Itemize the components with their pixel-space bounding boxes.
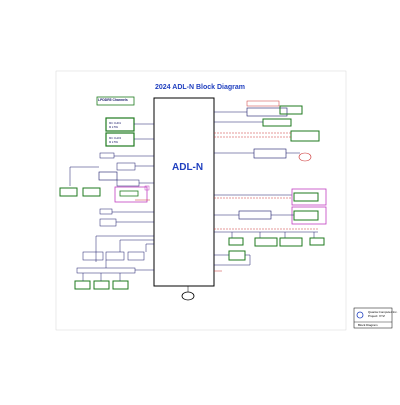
retimer-box: [246, 107, 288, 117]
hdmi-box: [279, 105, 303, 115]
company-logo-icon: [356, 311, 364, 319]
card-reader-box: [254, 237, 278, 247]
touchpad-box: [93, 280, 110, 290]
svg-text:M 2.5W: M 2.5W: [109, 140, 118, 144]
speaker-box-1: [59, 187, 78, 197]
memory-label: LPDDR5 Channels: [98, 98, 128, 102]
spi-box: [99, 208, 113, 215]
wlan-box: [293, 210, 319, 221]
hda-box: [116, 179, 140, 187]
memory-channel-b: [105, 132, 135, 147]
tpm-box: [99, 218, 117, 227]
soc-block: [153, 97, 215, 287]
power-button-oval: [181, 291, 195, 301]
memory-channel-a: [105, 117, 135, 132]
speaker-box-2: [82, 187, 101, 197]
usb-a-port-2: [309, 237, 325, 246]
ssd-group-box: [291, 188, 327, 206]
audio-jack-box: [114, 186, 148, 203]
wlan-group-box: [291, 206, 327, 225]
kbc-box: [105, 251, 125, 261]
sheet-border: [55, 70, 347, 331]
title-block: [353, 307, 393, 329]
type-c-port-1: [262, 118, 292, 127]
pd-controller-box: [253, 148, 287, 159]
fan-box: [127, 251, 145, 261]
jack-inner: [119, 190, 139, 197]
title-block-project: Project: XYZ: [368, 314, 385, 318]
svg-text:MC CH2/3: MC CH2/3: [109, 136, 122, 140]
usb-a-port-1: [228, 237, 244, 246]
battery-box: [112, 280, 129, 290]
keyboard-box: [74, 280, 91, 290]
ec-box: [76, 267, 136, 274]
sensor-box: [82, 251, 104, 261]
codec-box: [116, 162, 136, 171]
camera-box: [228, 250, 246, 261]
connector-oval: [298, 152, 312, 162]
soc-label: ADL-N: [172, 162, 204, 173]
title-block-company: Quanta Computer Inc.: [368, 310, 398, 314]
audio-box: [98, 171, 118, 181]
diagram-title: 2024 ADL-N Block Diagram: [155, 84, 245, 91]
edp-box: [99, 152, 115, 159]
memory-header-box: [96, 96, 135, 106]
svg-text:M 2.5W: M 2.5W: [109, 125, 118, 129]
lan-box: [238, 210, 272, 220]
svg-text:MC CH0/1: MC CH0/1: [109, 121, 122, 125]
ssd-box: [293, 192, 319, 202]
finger-print-box: [279, 237, 303, 247]
type-c-port-2: [290, 130, 320, 142]
title-block-sheet: Block Diagram: [358, 323, 378, 327]
usb-c-header: [246, 100, 280, 107]
